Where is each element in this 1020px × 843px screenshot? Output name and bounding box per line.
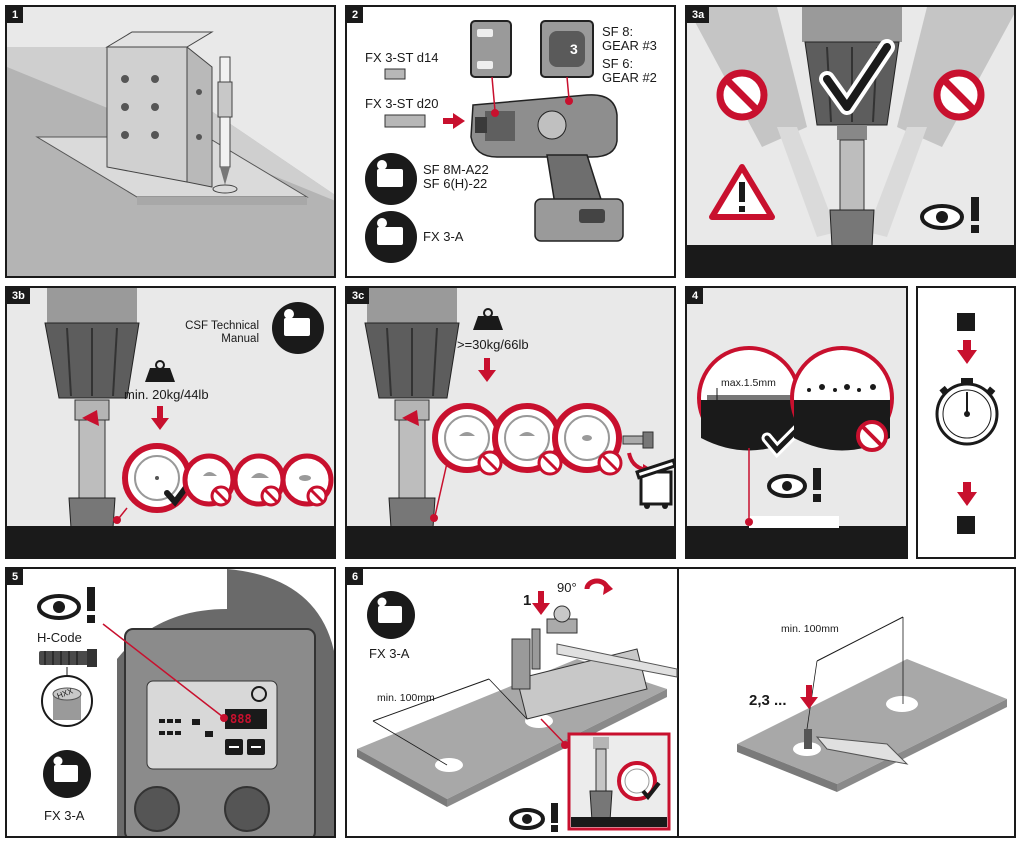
post-base-illustration: [7, 31, 334, 276]
step-first-label: 1: [523, 592, 532, 609]
hole-depth-illustration: [687, 346, 906, 557]
accessory-label: FX 3-A: [369, 646, 410, 661]
h-code-label: H-Code: [37, 630, 82, 645]
min-weight-label: min. 20kg/44lb: [124, 387, 209, 402]
rotation-label: 90°: [557, 580, 577, 595]
drill-illustration: [365, 20, 624, 263]
panel-step-3b: 3b: [5, 286, 336, 559]
tool-model-1: SF 8M-A22: [423, 162, 489, 177]
panel-step-4: 4 max.1.5mm: [685, 286, 908, 559]
panel-step-1: 1: [5, 5, 336, 278]
control-panel-illustration: [37, 569, 334, 836]
step-badge: 1: [7, 7, 24, 23]
min-distance-label: min. 100mm: [377, 692, 435, 704]
panel-step-2: 2 FX 3-ST d14 FX 3-S: [345, 5, 676, 278]
drill-alignment-illustration: [687, 7, 1014, 276]
panel-step-6: 6: [345, 567, 1016, 838]
display-readout: 888: [230, 712, 252, 726]
manual-title: CSF Technical: [185, 320, 259, 332]
max-depth-label: max.1.5mm: [721, 377, 776, 389]
step-next-label: 2,3 ...: [749, 692, 787, 709]
panel-step-3c: 3c: [345, 286, 676, 559]
panel-timer: [916, 286, 1016, 559]
manual-subtitle: Manual: [221, 333, 259, 345]
sf8-gear: GEAR #3: [602, 38, 657, 53]
step-badge: 4: [687, 288, 704, 304]
gear-window-digit: 3: [570, 41, 578, 57]
plate-drilling-illustration: [357, 569, 1007, 836]
panel-step-3a: 3a: [685, 5, 1016, 278]
accessory-label: FX 3-A: [423, 229, 464, 244]
step-badge: 3b: [7, 288, 30, 304]
step-badge: 3a: [687, 7, 710, 23]
sf8-label: SF 8:: [602, 24, 634, 39]
accessory-label: FX 3-A: [44, 808, 85, 823]
to-step-badge: [957, 516, 975, 534]
min-distance-label-right: min. 100mm: [781, 623, 839, 635]
step-badge: 6: [347, 569, 364, 585]
panel-step-5: 5: [5, 567, 336, 838]
bit-label-d14: FX 3-ST d14: [365, 50, 439, 65]
bit-label-d20: FX 3-ST d20: [365, 96, 439, 111]
sf6-label: SF 6:: [602, 56, 634, 71]
stopwatch-icon: [935, 340, 999, 506]
sf6-gear: GEAR #2: [602, 70, 657, 85]
tool-model-2: SF 6(H)-22: [423, 176, 488, 191]
drill-core-illustration-heavy: [347, 288, 674, 557]
drill-core-illustration: [7, 288, 334, 557]
from-step-badge: [957, 313, 975, 331]
step-badge: 3c: [347, 288, 370, 304]
min-weight-label: >=30kg/66lb: [457, 337, 529, 352]
step-badge: 5: [7, 569, 24, 585]
step-badge: 2: [347, 7, 364, 23]
